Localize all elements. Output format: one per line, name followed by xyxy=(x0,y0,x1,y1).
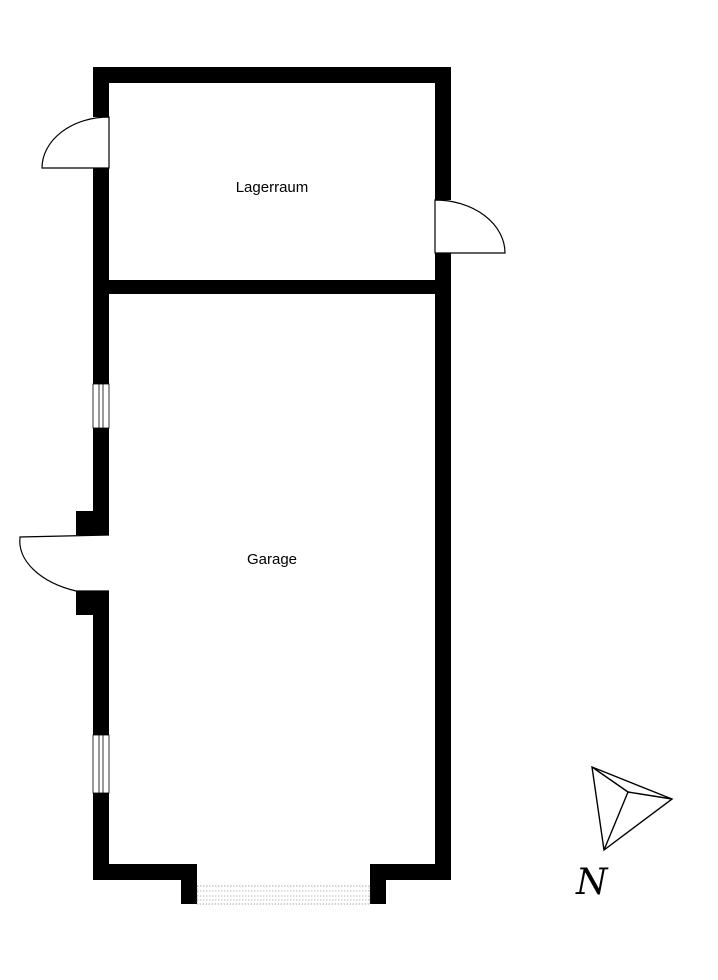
south-wall-left-jamb xyxy=(181,864,197,904)
walls xyxy=(76,67,451,904)
north-wall xyxy=(93,67,451,83)
east-wall-lower xyxy=(435,253,451,880)
west-wall-middle xyxy=(93,168,109,384)
east-wall-upper xyxy=(435,67,451,200)
storage-east-door xyxy=(434,199,506,254)
west-wall-lower-middle xyxy=(93,428,109,526)
west-wall-lower xyxy=(93,591,109,735)
room-label-garage: Garage xyxy=(247,551,297,568)
south-wall-right xyxy=(370,864,451,880)
north-arrow-icon xyxy=(591,765,674,852)
window-west-upper xyxy=(92,383,110,429)
garage-door-jamb-upper xyxy=(76,511,109,535)
garage-side-door xyxy=(19,534,110,592)
south-wall-left xyxy=(93,864,197,880)
storage-west-door xyxy=(41,116,110,169)
south-wall-right-jamb xyxy=(370,864,386,904)
west-wall-bottom xyxy=(93,793,109,880)
compass-north-label: N xyxy=(575,862,609,903)
garage-gate xyxy=(196,885,371,905)
west-wall-storage-upper xyxy=(93,67,109,117)
interior-partition-wall xyxy=(93,280,451,294)
window-west-lower xyxy=(92,734,110,794)
room-label-storage: Lagerraum xyxy=(236,179,309,196)
